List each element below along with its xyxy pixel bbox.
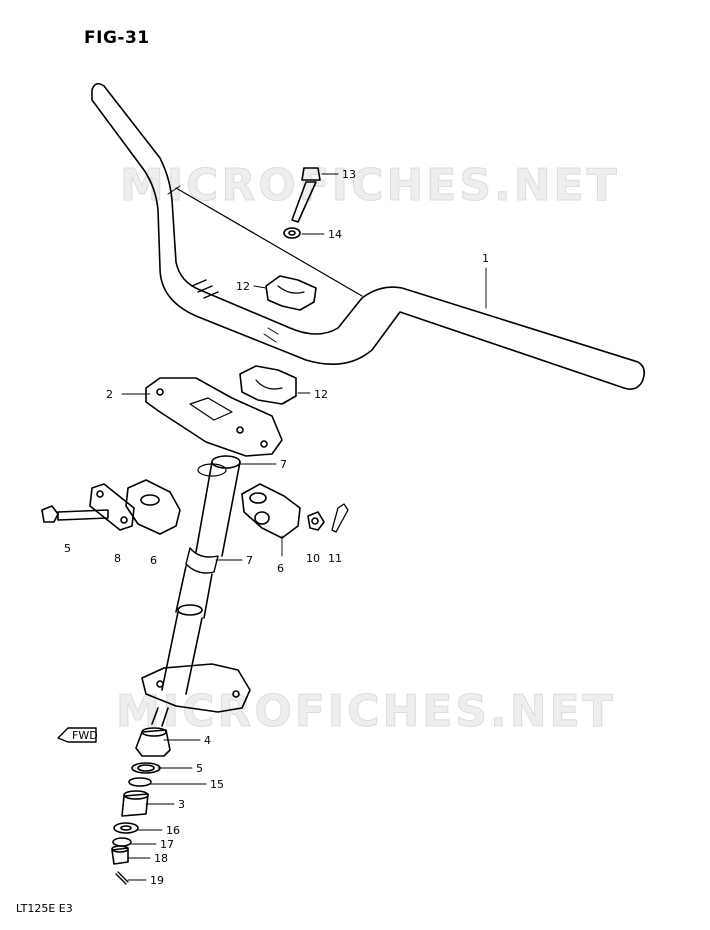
callout-12-lower: 12	[314, 388, 328, 401]
stem-cotter-pin	[115, 871, 129, 885]
callout-1: 1	[482, 252, 489, 265]
callout-15: 15	[210, 778, 224, 791]
callout-19: 19	[150, 874, 164, 887]
callout-12-upper: 12	[236, 280, 250, 293]
model-code: LT125E E3	[16, 902, 73, 915]
spacer-bushing	[121, 790, 149, 817]
figure-title: FIG-31	[84, 28, 150, 48]
watermark-bottom: MICROFICHES.NET	[116, 686, 616, 738]
steering-lower-bracket	[141, 663, 251, 727]
handlebar-clamp-bolt	[291, 167, 321, 223]
callout-18: 18	[154, 852, 168, 865]
callout-7-upper: 7	[280, 458, 287, 471]
callout-4: 4	[204, 734, 211, 747]
right-holder	[241, 483, 301, 539]
callout-leaders	[121, 173, 487, 881]
cotter-pin	[331, 503, 349, 533]
seal-ring	[112, 837, 132, 847]
steering-upper-bracket	[145, 377, 283, 457]
steering-shaft	[161, 455, 241, 695]
callout-5-seal: 5	[196, 762, 203, 775]
callout-7-lower: 7	[246, 554, 253, 567]
callout-3: 3	[178, 798, 185, 811]
thrust-washer	[113, 822, 139, 834]
washer	[283, 227, 301, 239]
callout-13: 13	[342, 168, 356, 181]
callout-6-right: 6	[277, 562, 284, 575]
callout-11: 11	[328, 552, 342, 565]
dust-seal	[131, 762, 161, 774]
castle-nut	[111, 845, 129, 865]
holder-bolt	[41, 505, 109, 523]
nut	[307, 511, 325, 531]
holder-plate	[89, 483, 135, 531]
bearing-housing	[135, 727, 171, 757]
handlebar	[91, 82, 646, 390]
forward-arrow-label: FWD	[72, 729, 98, 742]
callout-6-left: 6	[150, 554, 157, 567]
left-holder	[125, 479, 181, 535]
handlebar-upper-clamp	[265, 275, 317, 311]
callout-14: 14	[328, 228, 342, 241]
callout-10: 10	[306, 552, 320, 565]
callout-2: 2	[106, 388, 113, 401]
handlebar-lower-holder	[239, 365, 297, 405]
callout-8: 8	[114, 552, 121, 565]
callout-17: 17	[160, 838, 174, 851]
forward-arrow-icon: FWD	[57, 727, 98, 743]
callout-5-bolt: 5	[64, 542, 71, 555]
o-ring	[128, 777, 152, 787]
callout-16: 16	[166, 824, 180, 837]
